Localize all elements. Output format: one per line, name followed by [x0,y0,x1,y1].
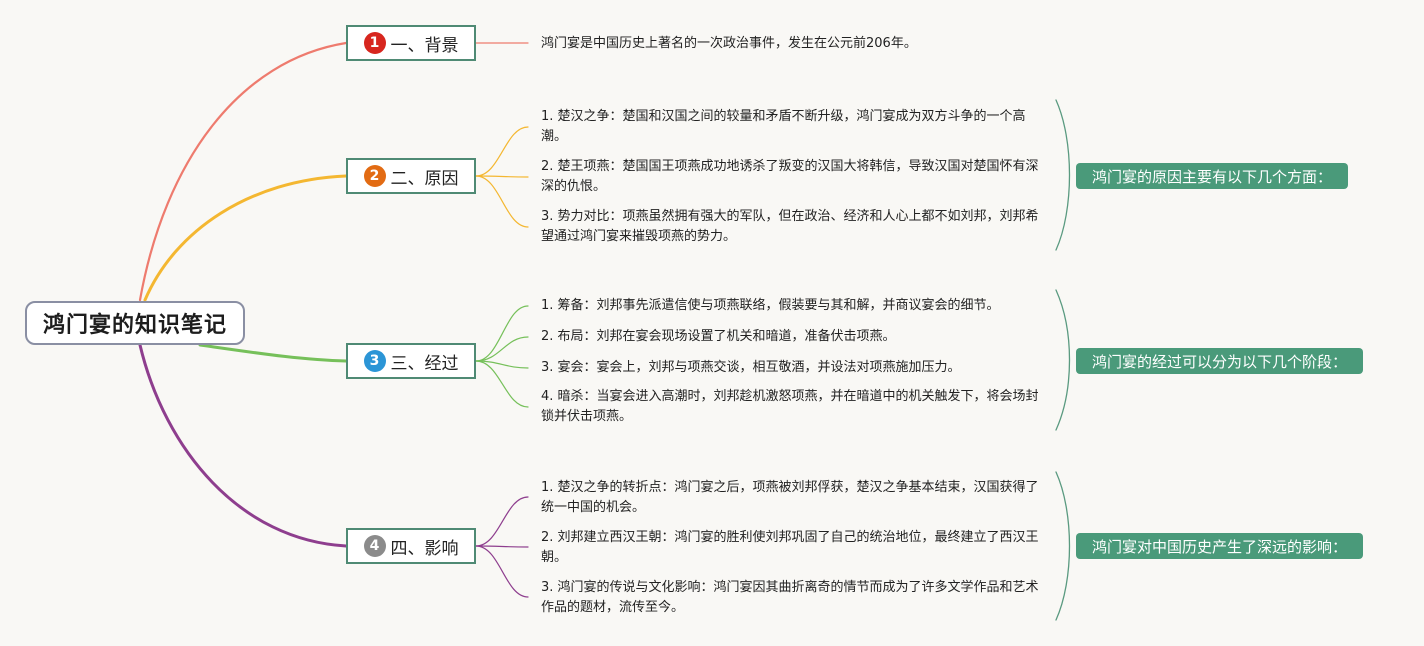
number-badge-1: 1 [363,32,386,54]
leaf-cause-1[interactable]: 1. 楚汉之争：楚国和汉国之间的较量和矛盾不断升级，鸿门宴成为双方斗争的一个高潮… [541,109,1026,144]
leaf-process-3[interactable]: 3. 宴会：宴会上，刘邦与项燕交谈，相互敬酒，并设法对项燕施加压力。 [541,360,961,375]
summary-bracket-cause [1055,99,1071,251]
leaf-process-1[interactable]: 1. 筹备：刘邦事先派遣信使与项燕联络，假装要与其和解，并商议宴会的细节。 [541,298,1000,313]
branch-label: 三、经过 [390,353,459,374]
leaf-cause-2[interactable]: 2. 楚王项燕：楚国国王项燕成功地诱杀了叛变的汉国大将韩信，导致汉国对楚国怀有深… [541,159,1039,194]
connector-branch-3-leaf-1 [475,305,529,362]
summary-cause[interactable]: 鸿门宴的原因主要有以下几个方面： [1076,163,1349,189]
summary-impact[interactable]: 鸿门宴对中国历史产生了深远的影响： [1076,533,1364,559]
root-title: 鸿门宴的知识笔记 [42,313,227,338]
connector-branch-4-leaf-1 [475,496,529,547]
branch-impact[interactable]: 4 四、影响 [346,528,476,564]
number-badge-4: 4 [363,535,386,557]
branch-label: 四、影响 [390,538,459,559]
connector-root-branch-3 [198,343,348,363]
number-badge-3: 3 [363,350,386,372]
leaf-impact-3[interactable]: 3. 鸿门宴的传说与文化影响：鸿门宴因其曲折离奇的情节而成为了许多文学作品和艺术… [541,580,1039,615]
summary-process[interactable]: 鸿门宴的经过可以分为以下几个阶段： [1076,348,1364,374]
connector-root-branch-1 [138,41,348,302]
connector-branch-2-leaf-2 [475,175,529,178]
connector-branch-3-leaf-4 [475,360,529,408]
leaf-cause-3[interactable]: 3. 势力对比：项燕虽然拥有强大的军队，但在政治、经济和人心上都不如刘邦，刘邦希… [541,209,1039,244]
branch-process[interactable]: 3 三、经过 [346,343,476,379]
summary-bracket-process [1055,289,1071,431]
number-badge-2: 2 [363,165,386,187]
branch-cause[interactable]: 2 二、原因 [346,158,476,194]
leaf-process-2[interactable]: 2. 布局：刘邦在宴会现场设置了机关和暗道，准备伏击项燕。 [541,329,896,344]
connector-root-branch-2 [143,174,348,302]
root-topic[interactable]: 鸿门宴的知识笔记 [25,301,245,345]
branch-label: 二、原因 [390,168,459,189]
connector-branch-4-leaf-3 [475,545,529,598]
branch-background[interactable]: 1 一、背景 [346,25,476,61]
leaf-background-1[interactable]: 鸿门宴是中国历史上著名的一次政治事件，发生在公元前206年。 [541,36,917,51]
branch-label: 一、背景 [390,35,459,56]
leaf-impact-2[interactable]: 2. 刘邦建立西汉王朝：鸿门宴的胜利使刘邦巩固了自己的统治地位，最终建立了西汉王… [541,530,1039,565]
connector-branch-4-leaf-2 [475,545,529,548]
summary-bracket-impact [1055,471,1071,621]
leaf-impact-1[interactable]: 1. 楚汉之争的转折点：鸿门宴之后，项燕被刘邦俘获，楚汉之争基本结束，汉国获得了… [541,480,1039,515]
connector-branch-3-leaf-2 [475,336,529,362]
leaf-process-4[interactable]: 4. 暗杀：当宴会进入高潮时，刘邦趁机激怒项燕，并在暗道中的机关触发下，将会场封… [541,389,1039,424]
connector-branch-3-leaf-3 [475,360,529,369]
connector-root-branch-4 [138,343,348,548]
connector-branch-2-leaf-3 [475,175,529,228]
connector-branch-2-leaf-1 [475,126,529,177]
